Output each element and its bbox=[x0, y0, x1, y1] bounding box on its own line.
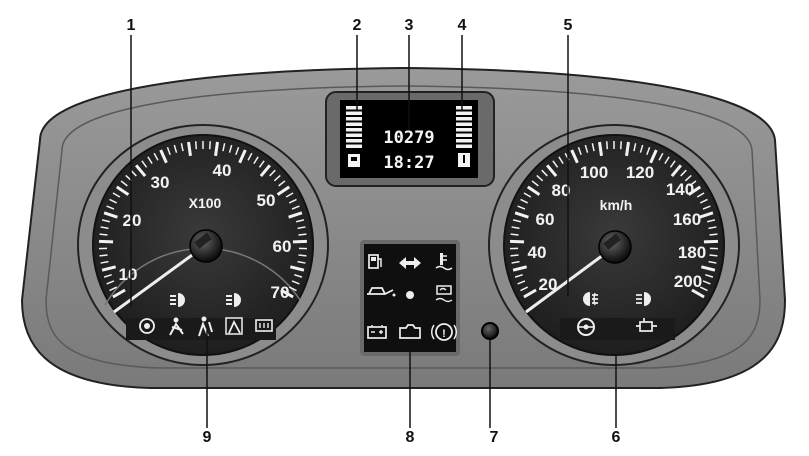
speedometer-hub bbox=[598, 230, 632, 264]
speedometer-scale-label-5: 120 bbox=[626, 163, 654, 182]
tachometer-hub bbox=[189, 229, 223, 263]
front-fog-icon bbox=[583, 292, 598, 306]
callout-lines bbox=[130, 35, 617, 428]
rear-fog-icon bbox=[636, 292, 651, 306]
speedometer-scale-label-7: 160 bbox=[673, 210, 701, 229]
speedometer-scale-label-1: 40 bbox=[528, 243, 547, 262]
tachometer-scale-label-6: 70 bbox=[271, 283, 290, 302]
trip-reset-knob[interactable] bbox=[481, 322, 499, 340]
speedometer-scale-label-0: 20 bbox=[539, 275, 558, 294]
seatbelt-icon bbox=[169, 317, 184, 336]
callout-6: 6 bbox=[612, 429, 621, 446]
tachometer-scale-label-2: 30 bbox=[151, 173, 170, 192]
callout-7: 7 bbox=[490, 429, 499, 446]
steering-icon bbox=[577, 318, 595, 336]
glow-plug-icon bbox=[435, 285, 453, 303]
callout-1: 1 bbox=[127, 17, 136, 34]
speedometer-scale-label-4: 100 bbox=[580, 163, 608, 182]
clock-readout: 18:27 bbox=[383, 153, 434, 173]
temperature-level-bars bbox=[456, 106, 472, 148]
tachometer-scale-label-1: 20 bbox=[123, 211, 142, 230]
speedometer-scale-label-2: 60 bbox=[536, 210, 555, 229]
dot-icon bbox=[406, 291, 414, 299]
tachometer-scale-label-4: 50 bbox=[257, 191, 276, 210]
svg-text:!: ! bbox=[442, 328, 446, 340]
speedometer-scale-label-8: 180 bbox=[678, 243, 706, 262]
turn-signal-icon bbox=[399, 257, 421, 269]
tachometer-ticks bbox=[99, 141, 307, 299]
rear-defrost-icon bbox=[255, 319, 273, 332]
high-beam-icon bbox=[226, 293, 241, 307]
tachometer-scale-label-3: 40 bbox=[213, 161, 232, 180]
callout-3: 3 bbox=[405, 17, 414, 34]
callout-9: 9 bbox=[203, 429, 212, 446]
tachometer: 10 20 30 40 50 60 70 X100 bbox=[77, 124, 329, 366]
tachometer-scale-label-0: 10 bbox=[119, 265, 138, 284]
fuel-low-icon bbox=[368, 254, 382, 269]
airbag-off-icon bbox=[225, 317, 243, 335]
callout-8: 8 bbox=[406, 429, 415, 446]
low-beam-icon bbox=[170, 293, 185, 307]
warning-light-panel: ! bbox=[360, 240, 460, 356]
speedometer: 20 40 60 80 100 120 140 160 180 200 km/h bbox=[488, 124, 740, 366]
callout-4: 4 bbox=[458, 17, 467, 34]
coolant-temp-icon bbox=[435, 253, 453, 271]
odometer-readout: 10279 bbox=[383, 128, 434, 148]
speedometer-scale-label-6: 140 bbox=[666, 180, 694, 199]
oil-pressure-icon bbox=[367, 287, 396, 297]
callout-5: 5 bbox=[564, 17, 573, 34]
tachometer-scale-label-5: 60 bbox=[273, 237, 292, 256]
fuel-level-bars bbox=[346, 106, 362, 148]
speedometer-scale-label-3: 80 bbox=[552, 181, 571, 200]
abs-icon bbox=[139, 318, 155, 334]
speedometer-unit: km/h bbox=[600, 197, 633, 213]
engine-check-icon bbox=[399, 324, 421, 339]
speedometer-scale-label-9: 200 bbox=[674, 272, 702, 291]
callout-2: 2 bbox=[353, 17, 362, 34]
battery-icon bbox=[367, 325, 387, 339]
speedometer-ticks bbox=[510, 141, 718, 299]
exhaust-icon bbox=[636, 318, 657, 332]
brake-warning-icon: ! bbox=[431, 323, 457, 341]
tachometer-unit: X100 bbox=[189, 195, 222, 211]
